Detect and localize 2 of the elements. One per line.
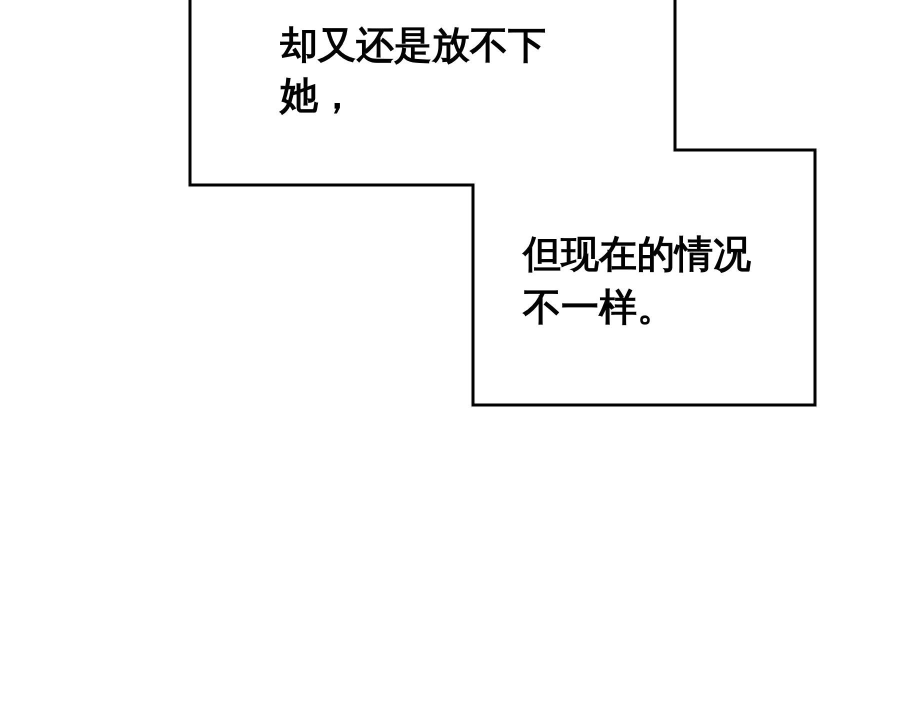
narration-text: 但现在的情况不一样。	[523, 231, 752, 331]
narration-text: 却又还是放不下她，	[280, 22, 547, 119]
